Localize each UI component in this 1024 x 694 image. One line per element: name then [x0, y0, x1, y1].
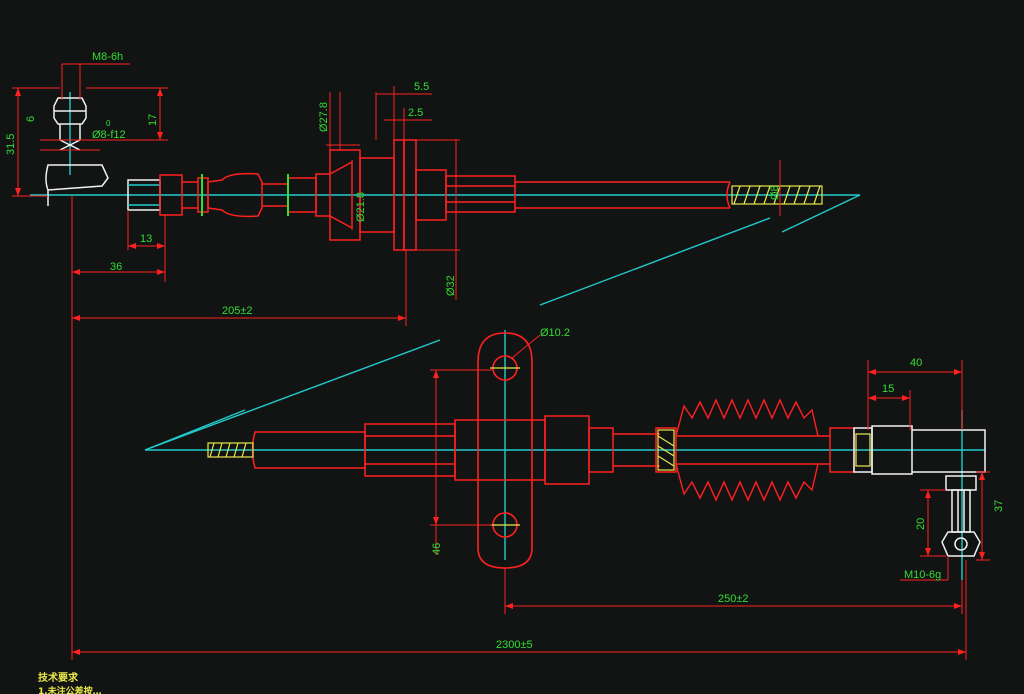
- upper-ball-joint: [45, 97, 161, 211]
- centerlines: [30, 92, 985, 580]
- dim-27-8: Ø27.8: [318, 102, 330, 132]
- dim-17: 17: [147, 114, 159, 126]
- dim-tol-0: 0: [106, 119, 111, 128]
- lower-thread-sections: [207, 429, 871, 471]
- dim-8-f12: Ø8-f12: [92, 129, 126, 141]
- technical-notes: 技术要求 1.未注公差按…: [38, 671, 102, 694]
- dim-37: 37: [993, 500, 1005, 512]
- dim-250: 250±2: [718, 593, 749, 605]
- dimension-labels: M8-6h 31.5 17 6 Ø8-f12 0 Ø27.8 5.5 2.5 Ø…: [5, 51, 1005, 651]
- dim-m10-6g: M10-6g: [904, 569, 941, 581]
- note-line-2: 1.未注公差按…: [38, 685, 102, 694]
- dim-20: 20: [915, 518, 927, 530]
- dim-15: 15: [882, 383, 894, 395]
- lower-bracket-holes-cross: [490, 367, 520, 526]
- dim-m8-6h: M8-6h: [92, 51, 123, 63]
- dim-6: 6: [25, 116, 37, 122]
- dim-205: 205±2: [222, 305, 253, 317]
- dim-10-2: Ø10.2: [540, 327, 570, 339]
- dim-2300: 2300±5: [496, 639, 533, 651]
- dimension-arrows: [15, 88, 985, 655]
- dim-13: 13: [140, 233, 152, 245]
- upper-thread-end: [731, 185, 823, 205]
- dim-36: 36: [110, 261, 122, 273]
- dim-5-5: 5.5: [414, 81, 429, 93]
- dim-32: Ø32: [445, 275, 457, 296]
- lower-ball-joint: [941, 475, 981, 557]
- dim-31-5: 31.5: [5, 134, 17, 155]
- rubber-boot: [675, 398, 819, 502]
- dim-8-rod: Ø8: [769, 185, 781, 200]
- dim-21-8: Ø21.8: [355, 192, 367, 222]
- dim-46: 46: [431, 543, 443, 555]
- dimension-lines: [12, 63, 990, 660]
- note-title: 技术要求: [38, 671, 79, 684]
- upper-green-bands: [201, 174, 289, 216]
- dim-40: 40: [910, 357, 922, 369]
- upper-rod-body: [159, 139, 731, 251]
- lower-rod-body: [251, 415, 986, 485]
- dim-2-5: 2.5: [408, 107, 423, 119]
